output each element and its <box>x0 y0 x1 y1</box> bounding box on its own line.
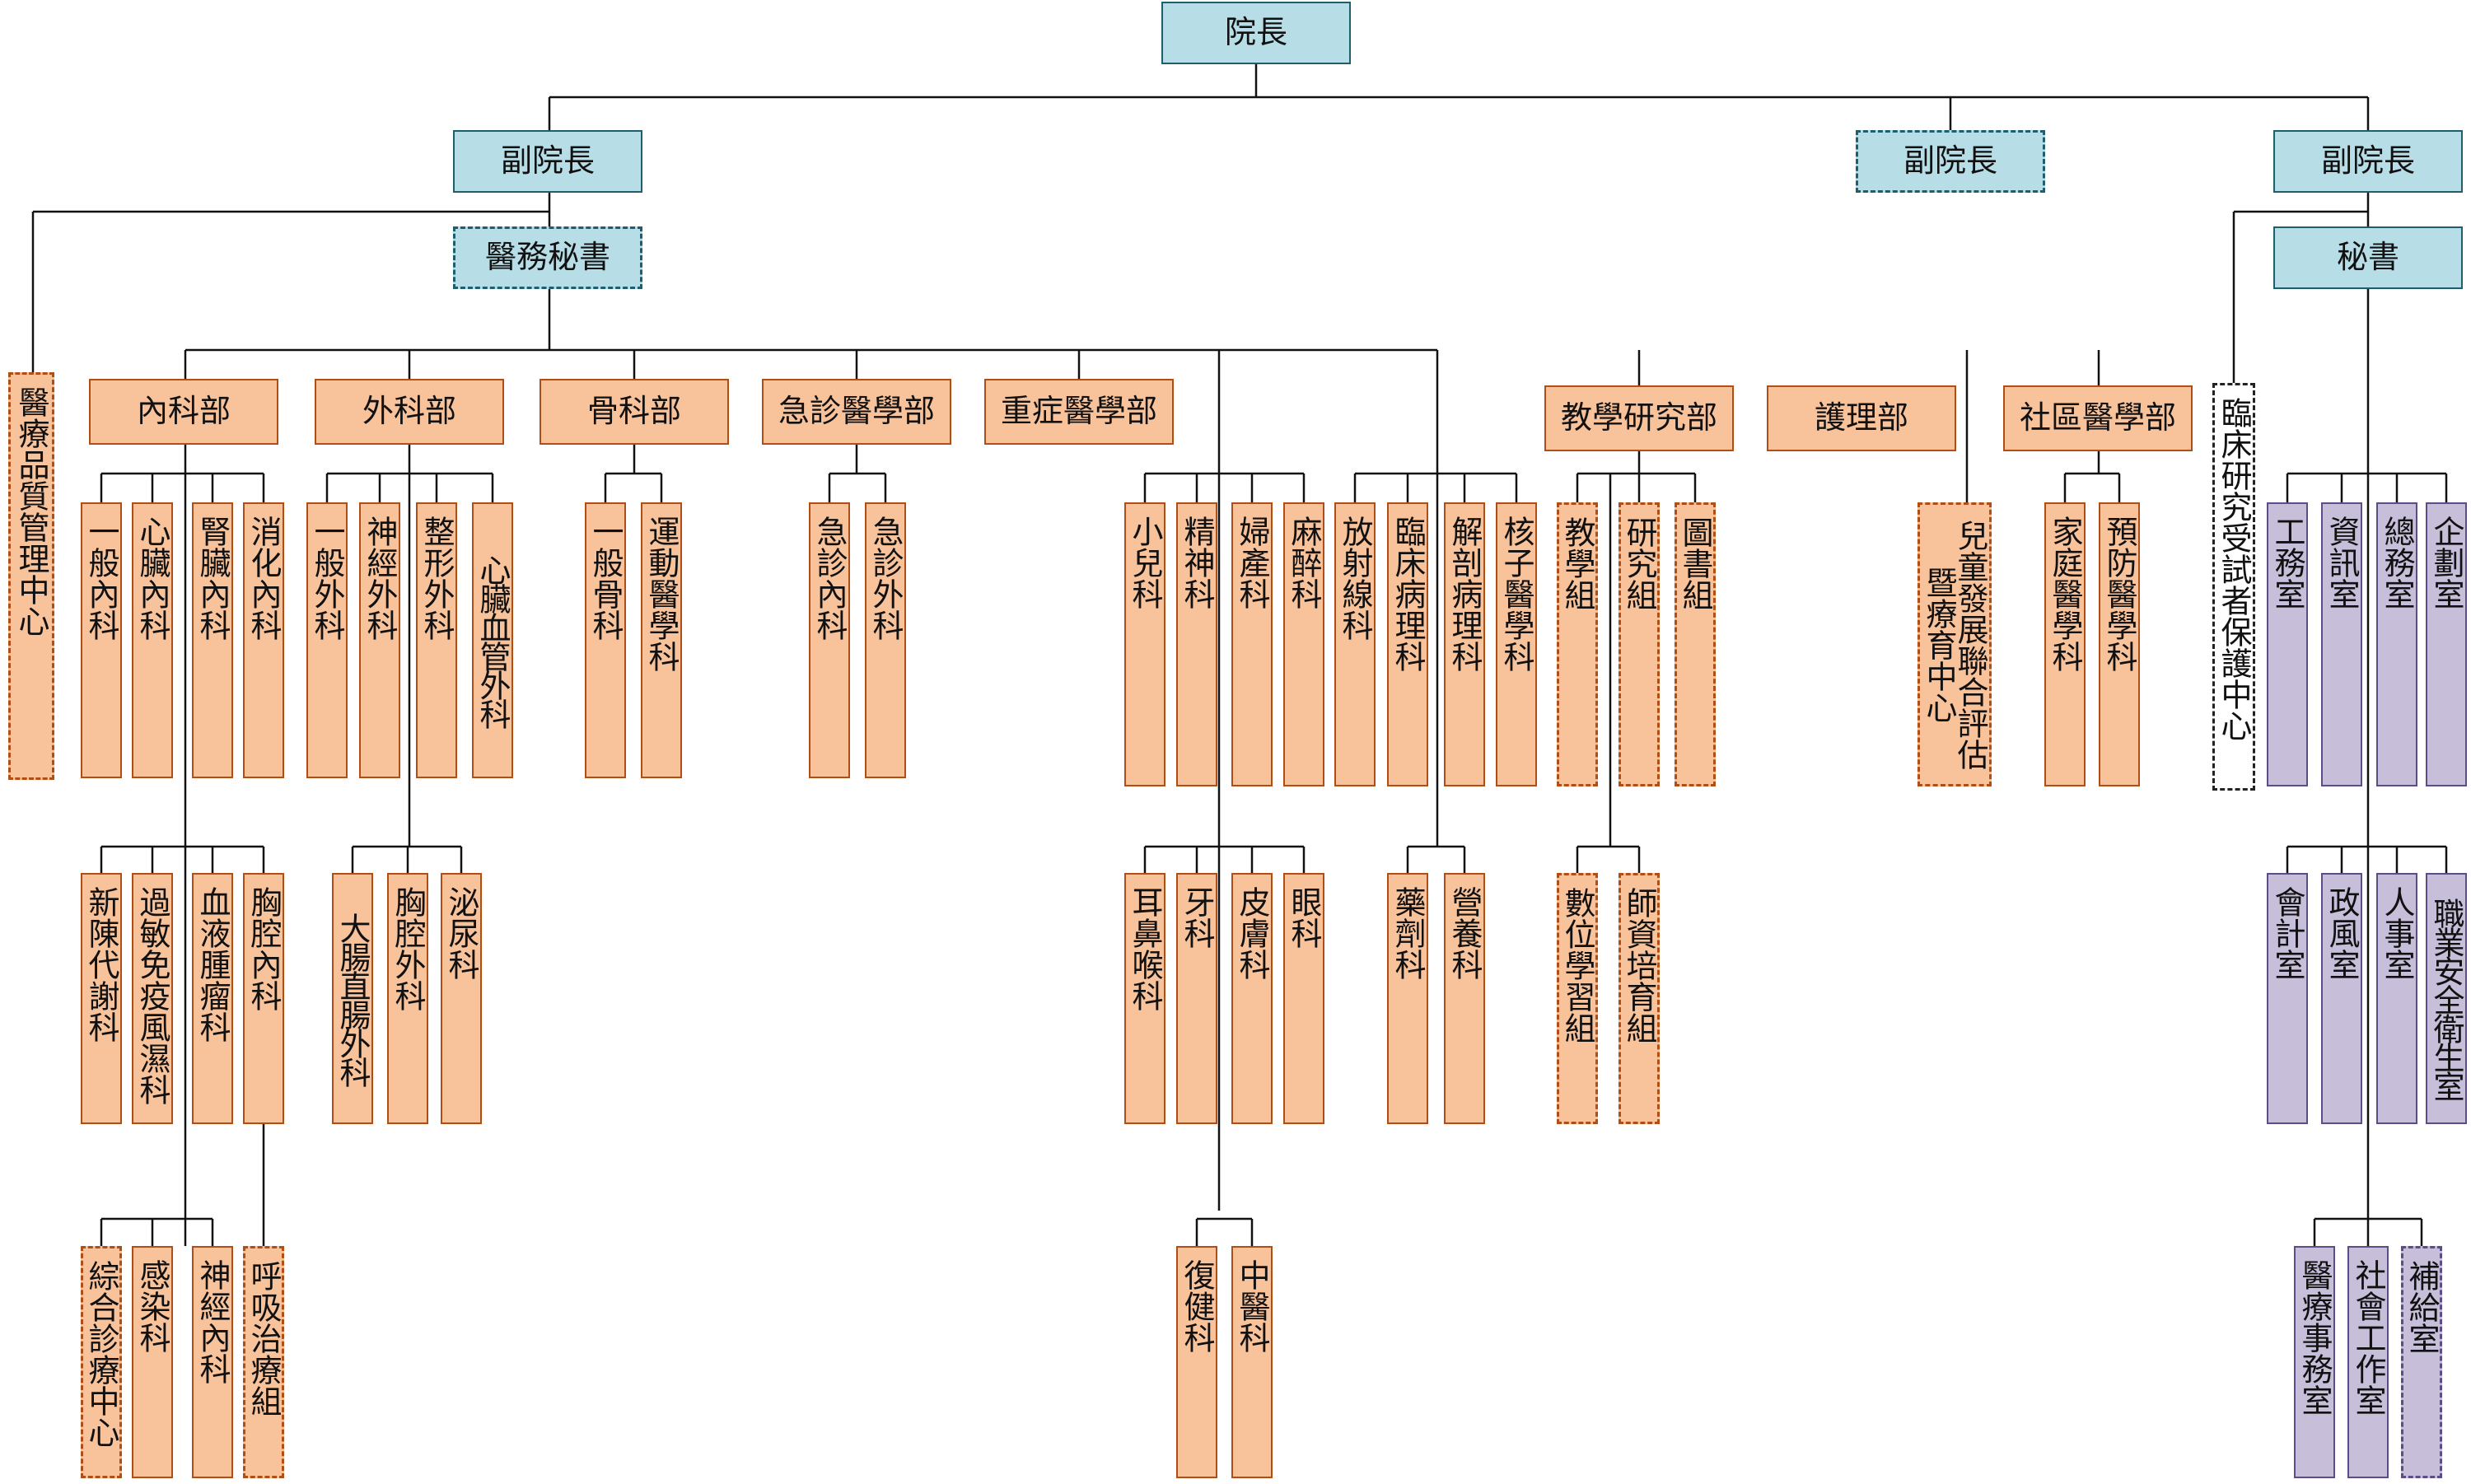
surgery-general-box[interactable]: 一般外科 <box>306 502 348 778</box>
nuclear-medicine-box[interactable]: 核子醫學科 <box>1496 502 1537 786</box>
internal-gastro-box[interactable]: 消化內科 <box>243 502 284 778</box>
ortho-general-box[interactable]: 一般骨科 <box>585 502 626 778</box>
clinical-pathology-box[interactable]: 臨床病理科 <box>1387 502 1428 786</box>
dental-box[interactable]: 牙科 <box>1176 873 1217 1124</box>
surgery-chest-box[interactable]: 胸腔外科 <box>387 873 428 1124</box>
internal-comprehensive-center-box[interactable]: 綜合診療中心 <box>81 1246 122 1478</box>
faculty-development-box[interactable]: 師資培育組 <box>1619 873 1660 1124</box>
child-center-label: 兒童發展聯合評估暨療育中心 <box>1921 519 1988 770</box>
internal-infection-box[interactable]: 感染科 <box>132 1246 173 1478</box>
clinical-protection-center-box[interactable]: 臨床研究受試者保護中心 <box>2212 383 2255 791</box>
dept-community-medicine[interactable]: 社區醫學部 <box>2003 385 2193 451</box>
surgery-colorectal-box[interactable]: 大腸直腸外科 <box>332 873 373 1124</box>
vice-president-right-box[interactable]: 副院長 <box>2273 130 2463 193</box>
quality-center-box[interactable]: 醫療品質管理中心 <box>8 372 54 780</box>
supply-office-box[interactable]: 補給室 <box>2401 1246 2442 1478</box>
ethics-office-box[interactable]: 政風室 <box>2321 873 2362 1124</box>
internal-general-box[interactable]: 一般內科 <box>81 502 122 778</box>
teaching-group-box[interactable]: 教學組 <box>1557 502 1598 786</box>
family-medicine-box[interactable]: 家庭醫學科 <box>2044 502 2086 786</box>
president-box[interactable]: 院長 <box>1161 2 1351 64</box>
surgery-urology-box[interactable]: 泌尿科 <box>441 873 482 1124</box>
engineering-office-box[interactable]: 工務室 <box>2267 502 2308 786</box>
er-surgery-box[interactable]: 急診外科 <box>865 502 906 778</box>
secretary-box[interactable]: 秘書 <box>2273 226 2463 289</box>
anatomic-pathology-box[interactable]: 解剖病理科 <box>1444 502 1485 786</box>
internal-allergy-box[interactable]: 過敏免疫風濕科 <box>132 873 173 1124</box>
medical-affairs-office-box[interactable]: 醫療事務室 <box>2294 1246 2335 1478</box>
surgery-cardiovascular-box[interactable]: 心臟血管外科 <box>472 502 513 778</box>
child-development-center-box[interactable]: 兒童發展聯合評估暨療育中心 <box>1917 502 1992 786</box>
internal-chest-box[interactable]: 胸腔內科 <box>243 873 284 1124</box>
radiology-box[interactable]: 放射線科 <box>1334 502 1376 786</box>
it-office-box[interactable]: 資訊室 <box>2321 502 2362 786</box>
obgyn-box[interactable]: 婦產科 <box>1231 502 1273 786</box>
surgery-neuro-box[interactable]: 神經外科 <box>359 502 400 778</box>
internal-nephrology-box[interactable]: 腎臟內科 <box>192 502 233 778</box>
dermatology-box[interactable]: 皮膚科 <box>1231 873 1273 1124</box>
accounting-office-box[interactable]: 會計室 <box>2267 873 2308 1124</box>
internal-neurology-box[interactable]: 神經內科 <box>192 1246 233 1478</box>
pharmacy-box[interactable]: 藥劑科 <box>1387 873 1428 1124</box>
er-internal-box[interactable]: 急診內科 <box>809 502 850 778</box>
ophthalmology-box[interactable]: 眼科 <box>1283 873 1324 1124</box>
dept-critical-care[interactable]: 重症醫學部 <box>984 379 1174 445</box>
occupational-safety-box[interactable]: 職業安全衛生室 <box>2426 873 2467 1124</box>
surgery-plastic-box[interactable]: 整形外科 <box>416 502 457 778</box>
vice-president-mid-box[interactable]: 副院長 <box>1856 130 2045 193</box>
nutrition-box[interactable]: 營養科 <box>1444 873 1485 1124</box>
psychiatry-box[interactable]: 精神科 <box>1176 502 1217 786</box>
internal-cardiology-box[interactable]: 心臟內科 <box>132 502 173 778</box>
digital-learning-box[interactable]: 數位學習組 <box>1557 873 1598 1124</box>
ent-box[interactable]: 耳鼻喉科 <box>1124 873 1165 1124</box>
ortho-sports-box[interactable]: 運動醫學科 <box>641 502 682 778</box>
dept-internal-medicine[interactable]: 內科部 <box>89 379 278 445</box>
social-work-office-box[interactable]: 社會工作室 <box>2347 1246 2389 1478</box>
dept-orthopedics[interactable]: 骨科部 <box>540 379 729 445</box>
internal-metabolism-box[interactable]: 新陳代謝科 <box>81 873 122 1124</box>
personnel-office-box[interactable]: 人事室 <box>2376 873 2417 1124</box>
pediatrics-box[interactable]: 小兒科 <box>1124 502 1165 786</box>
general-affairs-box[interactable]: 總務室 <box>2376 502 2417 786</box>
respiratory-therapy-box[interactable]: 呼吸治療組 <box>243 1246 284 1478</box>
dept-nursing[interactable]: 護理部 <box>1767 385 1956 451</box>
allergy-label-line-1: 過敏免疫風濕科 <box>134 886 170 1105</box>
preventive-medicine-box[interactable]: 預防醫學科 <box>2099 502 2140 786</box>
library-group-box[interactable]: 圖書組 <box>1675 502 1716 786</box>
vice-president-left-box[interactable]: 副院長 <box>453 130 642 193</box>
dept-surgery[interactable]: 外科部 <box>315 379 504 445</box>
planning-office-box[interactable]: 企劃室 <box>2426 502 2467 786</box>
chinese-medicine-box[interactable]: 中醫科 <box>1231 1246 1273 1478</box>
dept-teaching-research[interactable]: 教學研究部 <box>1544 385 1734 451</box>
internal-hematology-box[interactable]: 血液腫瘤科 <box>192 873 233 1124</box>
medical-secretary-box[interactable]: 醫務秘書 <box>453 226 642 289</box>
dept-emergency[interactable]: 急診醫學部 <box>762 379 951 445</box>
rehabilitation-box[interactable]: 復健科 <box>1176 1246 1217 1478</box>
research-group-box[interactable]: 研究組 <box>1619 502 1660 786</box>
anesthesia-box[interactable]: 麻醉科 <box>1283 502 1324 786</box>
